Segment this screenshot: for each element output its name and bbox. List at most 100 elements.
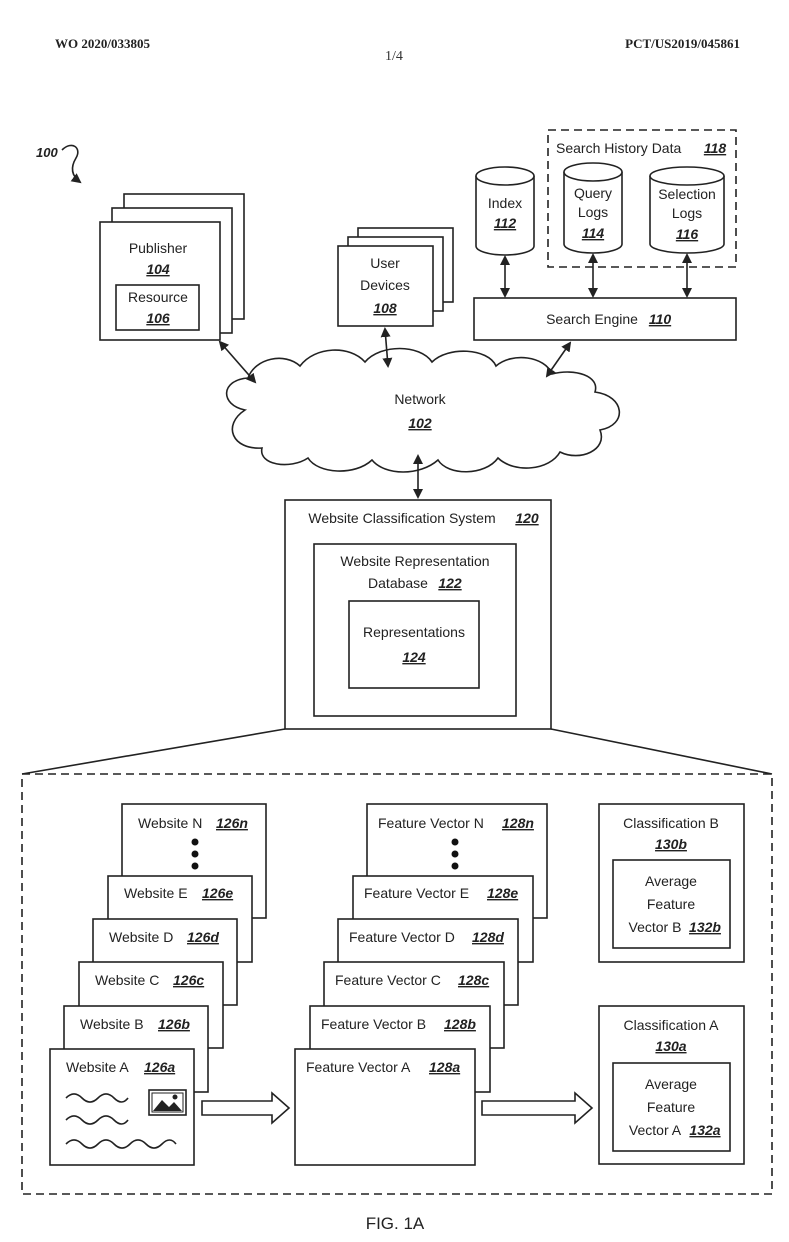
network-label: Network (394, 391, 446, 407)
classification-b-ref: 130b (655, 836, 687, 852)
user-devices-ref: 108 (373, 300, 397, 316)
network-cloud: Network 102 (225, 347, 621, 473)
feature-vector-a-label: Feature Vector A (306, 1059, 411, 1075)
feature-vector-n-label: Feature Vector N (378, 815, 484, 831)
feature-vector-b-label: Feature Vector B (321, 1016, 426, 1032)
website-d-label: Website D (109, 929, 173, 945)
avg-a-ref: 132a (689, 1122, 720, 1138)
feature-vector-a-box (294, 1048, 476, 1166)
query-logs-cylinder: Query Logs 114 (563, 162, 623, 254)
expansion-line-left (21, 728, 286, 775)
index-ref: 112 (494, 215, 517, 231)
page-number: 1/4 (385, 49, 403, 64)
classification-b-label: Classification B (623, 815, 719, 831)
feature-vector-c-ref: 128c (458, 972, 489, 988)
index-cylinder: Index 112 (475, 166, 535, 256)
user-devices-label-1: User (370, 255, 400, 271)
website-b-label: Website B (80, 1016, 144, 1032)
feature-vector-a-ref: 128a (429, 1059, 460, 1075)
figure-label: FIG. 1A (366, 1214, 425, 1233)
average-feature-vector-a-box (612, 1062, 731, 1152)
website-c-ref: 126c (173, 972, 204, 988)
query-logs-label-2: Logs (578, 204, 608, 220)
publication-number: WO 2020/033805 (55, 36, 150, 51)
feature-vector-d-ref: 128d (472, 929, 504, 945)
avg-b-ref: 132b (689, 919, 721, 935)
feature-vector-stack: Feature Vector N 128n Feature Vector E 1… (294, 803, 548, 1166)
selection-logs-label-1: Selection (658, 186, 716, 202)
wcs-ref: 120 (515, 510, 539, 526)
search-history-label: Search History Data (556, 140, 681, 156)
arrow-publisher-network (218, 340, 257, 384)
block-arrow-vector-to-classification (481, 1091, 594, 1125)
website-d-ref: 126d (187, 929, 219, 945)
average-feature-vector-b-box (612, 859, 731, 949)
resource-box (115, 284, 200, 331)
feature-vector-e-ref: 128e (487, 885, 518, 901)
application-number: PCT/US2019/045861 (625, 36, 740, 51)
wrd-label-2: Database (368, 575, 428, 591)
network-ref: 102 (408, 415, 432, 431)
feature-vector-b-ref: 128b (444, 1016, 476, 1032)
search-history-group (547, 129, 737, 268)
publisher-ref: 104 (146, 261, 170, 277)
avg-a-line-3: Vector A (629, 1122, 682, 1138)
expansion-line-right (550, 728, 773, 775)
feature-vector-c-label: Feature Vector C (335, 972, 441, 988)
index-label: Index (488, 195, 522, 211)
avg-a-line-2: Feature (647, 1099, 695, 1115)
arrow-engine-network (545, 341, 572, 378)
classification-a-label: Classification A (624, 1017, 720, 1033)
query-logs-label-1: Query (574, 185, 612, 201)
website-b-ref: 126b (158, 1016, 190, 1032)
avg-b-line-3: Vector B (629, 919, 682, 935)
system-reference-100: 100 (36, 145, 58, 160)
publisher-label: Publisher (129, 240, 188, 256)
website-c-label: Website C (95, 972, 159, 988)
representations-ref: 124 (402, 649, 426, 665)
classification-a-ref: 130a (655, 1038, 686, 1054)
publisher-stack: Publisher 104 Resource 106 (99, 193, 245, 341)
feature-vector-e-label: Feature Vector E (364, 885, 469, 901)
selection-logs-cylinder: Selection Logs 116 (649, 166, 725, 254)
representations-label: Representations (363, 624, 465, 640)
image-icon (148, 1089, 187, 1116)
reference-squiggle-arrow (61, 144, 82, 184)
feature-vector-d-label: Feature Vector D (349, 929, 455, 945)
text-squiggle-3 (65, 1139, 177, 1149)
website-stack: Website N 126n Website E 126e Website D … (49, 803, 267, 1166)
resource-ref: 106 (146, 310, 170, 326)
website-a-label: Website A (66, 1059, 129, 1075)
representations-box (348, 600, 480, 689)
resource-label: Resource (128, 289, 188, 305)
selection-logs-label-2: Logs (672, 205, 702, 221)
wcs-label: Website Classification System (308, 510, 495, 526)
user-devices-label-2: Devices (360, 277, 410, 293)
search-engine-box (473, 297, 737, 341)
classification-b: Classification B 130b Average Feature Ve… (598, 803, 745, 963)
search-engine-label: Search Engine (546, 311, 638, 327)
selection-logs-ref: 116 (676, 226, 699, 242)
feature-vector-n-ref: 128n (502, 815, 534, 831)
search-history-ref: 118 (704, 140, 727, 156)
avg-b-line-2: Feature (647, 896, 695, 912)
user-devices-stack: User Devices 108 (337, 227, 454, 327)
website-e-label: Website E (124, 885, 188, 901)
website-e-ref: 126e (202, 885, 233, 901)
avg-b-line-1: Average (645, 873, 697, 889)
search-engine-ref: 110 (649, 311, 672, 327)
wrd-ref: 122 (438, 575, 462, 591)
text-squiggle-2 (65, 1115, 129, 1125)
query-logs-ref: 114 (582, 225, 605, 241)
website-n-ref: 126n (216, 815, 248, 831)
website-a-ref: 126a (144, 1059, 175, 1075)
block-arrow-website-to-vector (201, 1091, 291, 1125)
text-squiggle-1 (65, 1093, 129, 1103)
classification-a: Classification A 130a Average Feature Ve… (598, 1005, 745, 1165)
avg-a-line-1: Average (645, 1076, 697, 1092)
website-n-label: Website N (138, 815, 202, 831)
arrow-devices-network (380, 327, 393, 368)
wrd-label-1: Website Representation (340, 553, 489, 569)
